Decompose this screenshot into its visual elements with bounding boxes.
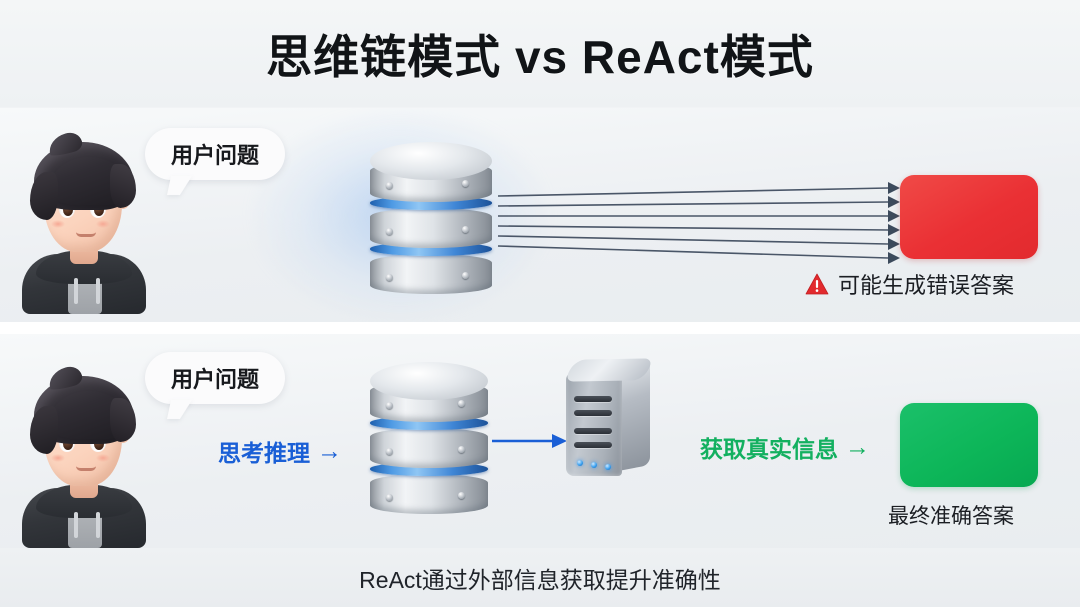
warning-caption-text: 可能生成错误答案	[838, 273, 1015, 298]
database-icon	[370, 362, 488, 514]
server-tower-icon	[563, 358, 655, 480]
avatar-hood-string-right	[96, 278, 100, 304]
page-title: 思维链模式 vs ReAct模式	[266, 30, 814, 83]
server-led	[591, 462, 597, 468]
step-label-fetch-text: 获取真实信息	[700, 436, 838, 462]
avatar-cheek-right	[96, 220, 110, 228]
server-vent	[574, 442, 612, 448]
speech-bubble-user-question: 用户问题	[145, 352, 285, 419]
speech-bubble-user-question: 用户问题	[145, 128, 285, 195]
avatar-cheek-left	[51, 220, 65, 228]
footer-caption: ReAct通过外部信息获取提升准确性	[359, 566, 721, 593]
step-label-fetch: 获取真实信息 →	[700, 430, 870, 464]
avatar-cheek-right	[96, 454, 110, 462]
avatar-mouth	[76, 232, 96, 237]
server-vent	[574, 396, 612, 402]
step-label-think-text: 思考推理	[218, 440, 310, 466]
correct-answer-caption: 最终准确答案	[888, 505, 1014, 528]
avatar-hood-string-right	[96, 512, 100, 538]
speech-bubble-text: 用户问题	[170, 367, 259, 392]
avatar-hood-string-left	[74, 512, 78, 538]
speech-bubble-text: 用户问题	[170, 143, 259, 168]
chain-of-thought-panel: 用户问题	[0, 108, 1080, 322]
speech-bubble-tail	[166, 400, 193, 419]
server-led	[605, 464, 611, 470]
wrong-answer-box	[900, 175, 1038, 259]
speech-bubble-tail	[166, 176, 193, 195]
user-avatar	[18, 363, 150, 548]
user-avatar	[18, 129, 150, 314]
panel-divider	[0, 322, 1080, 334]
server-front-panel	[566, 372, 622, 476]
avatar-mouth	[76, 466, 96, 471]
multi-arrow-fan-icon	[497, 182, 900, 264]
avatar-hood-string-left	[74, 278, 78, 304]
server-vent	[574, 428, 612, 434]
step-label-think: 思考推理 →	[218, 434, 342, 468]
title-bar: 思维链模式 vs ReAct模式	[0, 0, 1080, 107]
server-vent	[574, 410, 612, 416]
warning-triangle-icon	[805, 273, 829, 295]
arrow-right-icon: →	[317, 436, 342, 465]
correct-answer-box	[900, 403, 1038, 487]
avatar-cheek-left	[51, 454, 65, 462]
footer-strip: ReAct通过外部信息获取提升准确性	[0, 548, 1080, 607]
warning-caption: 可能生成错误答案	[805, 268, 1014, 300]
avatar-hair	[30, 376, 136, 454]
server-led	[577, 460, 583, 466]
arrow-db-to-server-icon	[492, 434, 567, 448]
database-icon	[370, 142, 492, 294]
arrow-right-icon: →	[845, 432, 870, 461]
react-panel: 用户问题 思考推理 →	[0, 334, 1080, 548]
